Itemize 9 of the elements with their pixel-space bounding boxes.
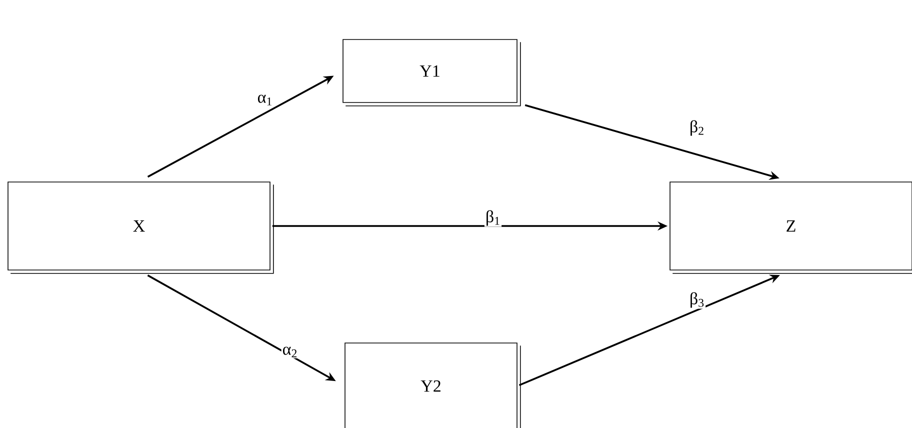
variable-box: Z [670,182,912,274]
variable-box: Y2 [344,342,521,428]
edge-label: α$_{1}$ [256,94,274,106]
edge-label: β$_{1}$ [484,209,502,227]
edge-label: α$_{2}$ [281,346,299,358]
edge-label: β$_{2}$ [688,119,706,137]
edge-label: β$_{3}$ [688,291,706,309]
variable-box: Y1 [342,39,521,106]
variable-box: X [8,182,274,274]
